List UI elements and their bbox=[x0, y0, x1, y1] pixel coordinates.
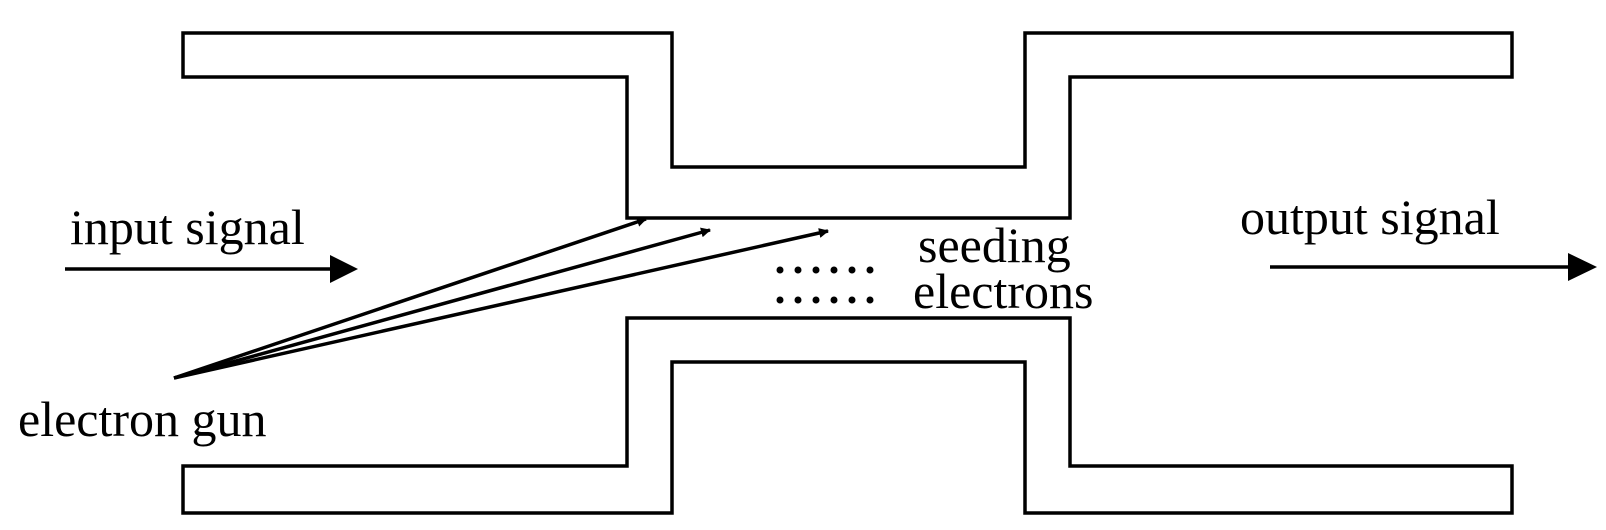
electron-gun-label: electron gun bbox=[18, 391, 267, 447]
beam-1 bbox=[173, 217, 647, 380]
seeding-electron-dots bbox=[776, 266, 874, 304]
upper-wall-outer bbox=[181, 31, 1514, 220]
input-arrow bbox=[65, 255, 358, 283]
beam-2 bbox=[173, 227, 711, 380]
seeding-label: seeding bbox=[918, 217, 1071, 273]
beam-3 bbox=[173, 228, 829, 380]
input-signal-label: input signal bbox=[70, 199, 305, 255]
output-arrow bbox=[1270, 253, 1597, 281]
electrons-label: electrons bbox=[913, 263, 1093, 319]
lower-wall-outer bbox=[181, 316, 1514, 515]
output-signal-label: output signal bbox=[1240, 189, 1500, 245]
electron-beams bbox=[173, 217, 829, 380]
